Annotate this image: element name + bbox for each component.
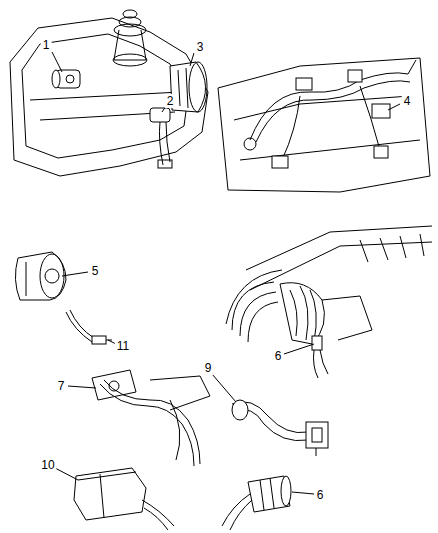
engine-harness	[218, 58, 430, 192]
module	[74, 468, 174, 530]
callout-number: 4	[402, 94, 413, 108]
callout-number: 11	[115, 339, 131, 353]
connector	[232, 400, 328, 456]
callout-number: 1	[41, 38, 52, 52]
sensor	[66, 310, 112, 344]
transmission	[10, 10, 208, 176]
sensor	[15, 252, 66, 300]
engine-block	[226, 226, 432, 378]
connector	[222, 476, 291, 530]
callout-number: 5	[90, 264, 101, 278]
wiring-harness	[92, 370, 210, 466]
callout-number: 7	[56, 379, 67, 393]
leader-lines	[52, 52, 400, 494]
callout-number: 6	[315, 488, 326, 502]
callout-number: 10	[39, 458, 56, 472]
callout-number: 2	[165, 94, 176, 108]
callout-number: 6	[273, 349, 284, 363]
callout-number: 9	[203, 361, 214, 375]
callout-number: 3	[195, 40, 206, 54]
